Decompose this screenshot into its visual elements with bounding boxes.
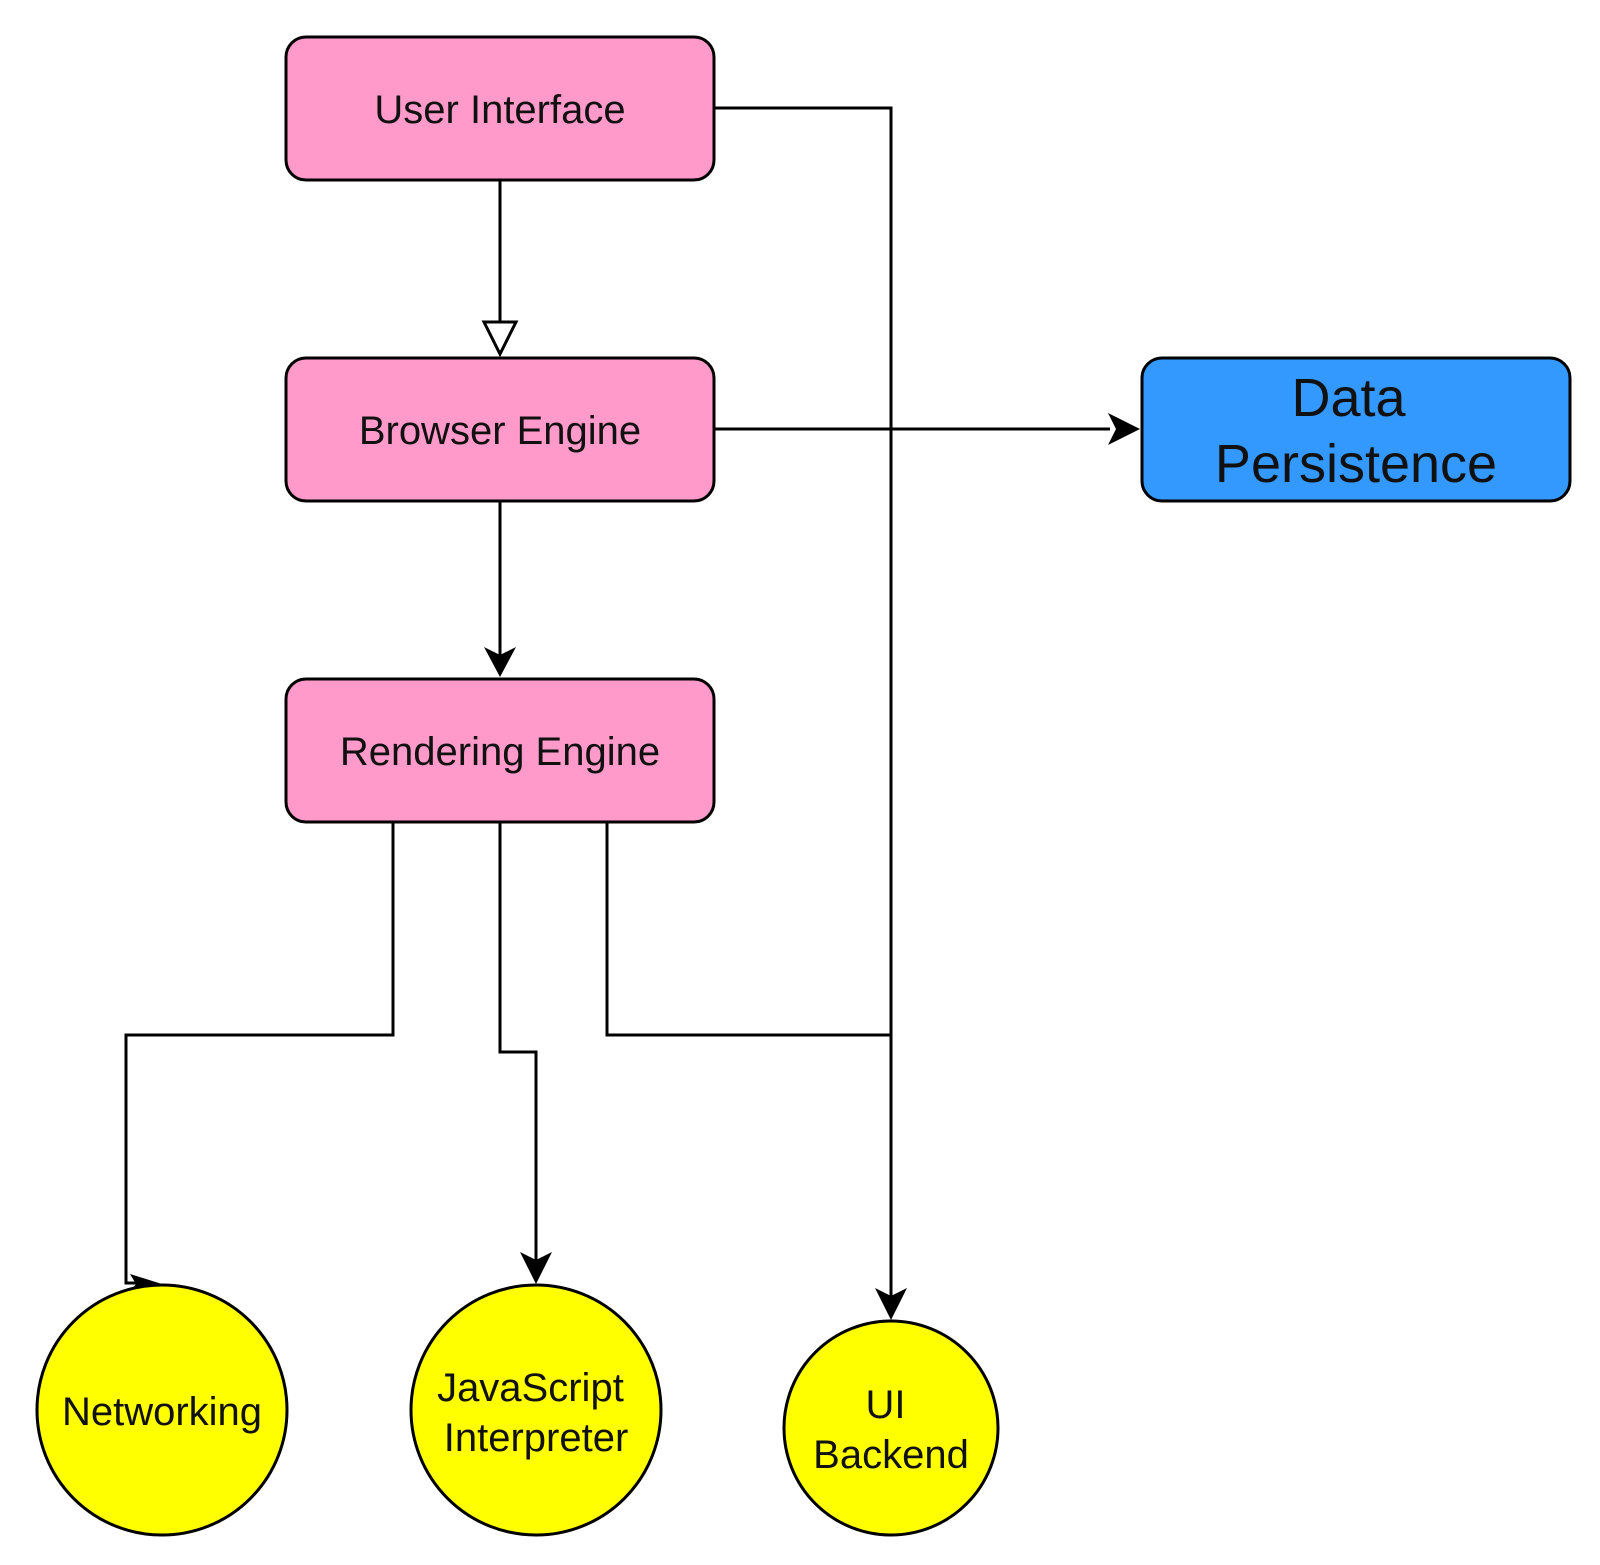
- hollow-arrowhead: [481, 320, 519, 358]
- arrowhead-rendering-engine: [484, 647, 516, 677]
- arrowheads: [130, 320, 1140, 1320]
- data-persistence-label-line-1: Data: [1291, 368, 1406, 428]
- arrowhead-javascript-interpreter: [520, 1252, 552, 1284]
- data-persistence-box: [1140, 356, 1572, 503]
- networking-circle: [35, 1283, 289, 1537]
- edge-rendering-engine-to-networking: [124, 822, 395, 1285]
- rendering-engine-label: Rendering Engine: [340, 730, 660, 774]
- edge-rendering-engine-to-javascript-interpreter: [498, 822, 538, 1262]
- arrowhead-ui-backend: [875, 1288, 907, 1320]
- node-data-persistence: Data Persistence: [1140, 356, 1572, 503]
- ui-backend-label-line-2: Backend: [813, 1433, 969, 1477]
- node-browser-engine: Browser Engine: [284, 356, 716, 503]
- javascript-interpreter-circle: [409, 1283, 663, 1537]
- browser-engine-label: Browser Engine: [359, 409, 641, 453]
- javascript-interpreter-label-line-2: Interpreter: [444, 1416, 629, 1460]
- javascript-interpreter-label: JavaScript Interpreter: [437, 1366, 635, 1460]
- edge-user-interface-to-ui-backend: [714, 106, 893, 1300]
- edges: [124, 106, 1110, 1300]
- ui-backend-label-line-1: UI: [865, 1383, 905, 1427]
- ui-backend-circle: [782, 1319, 1000, 1537]
- data-persistence-label: Data Persistence: [1215, 368, 1497, 494]
- user-interface-box: [284, 35, 716, 182]
- node-ui-backend: UI Backend: [782, 1319, 1000, 1537]
- node-user-interface: User Interface: [284, 35, 716, 182]
- edge-rendering-engine-to-ui-backend: [605, 822, 891, 1037]
- rendering-engine-box: [284, 677, 716, 824]
- node-networking: Networking: [35, 1283, 289, 1537]
- browser-engine-box: [284, 356, 716, 503]
- node-javascript-interpreter: JavaScript Interpreter: [409, 1283, 663, 1537]
- javascript-interpreter-label-line-1: JavaScript: [437, 1366, 624, 1410]
- data-persistence-label-line-2: Persistence: [1215, 434, 1497, 494]
- networking-label: Networking: [62, 1390, 262, 1434]
- node-rendering-engine: Rendering Engine: [284, 677, 716, 824]
- ui-backend-label: UI Backend: [813, 1383, 969, 1477]
- arrowhead-data-persistence: [1108, 413, 1140, 445]
- user-interface-label: User Interface: [374, 88, 625, 132]
